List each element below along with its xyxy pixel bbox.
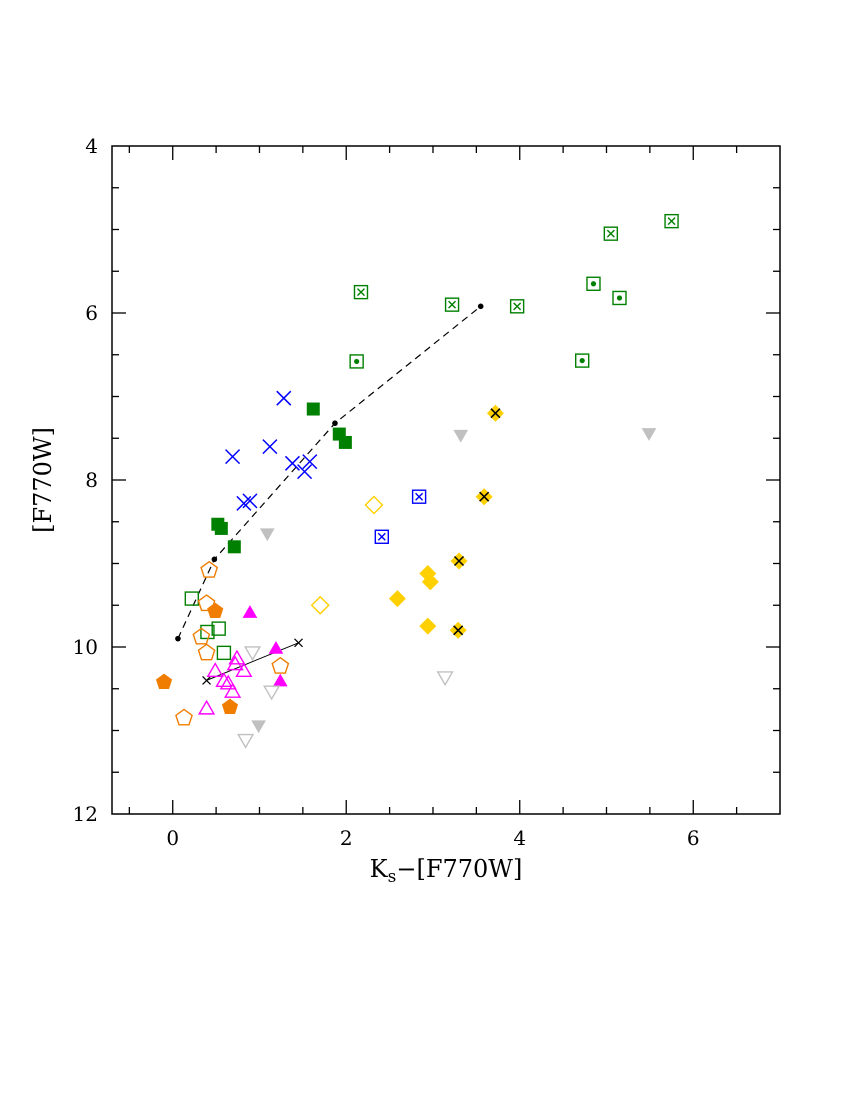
- y-tick-label: 6: [85, 301, 98, 325]
- cross-marker: [276, 390, 292, 406]
- triangle-up-open-marker: [197, 699, 216, 715]
- square-dot-marker: [575, 353, 590, 368]
- pentagon-open-marker: [200, 560, 219, 578]
- y-axis-label: [F770W]: [29, 427, 57, 533]
- y-tick-label: 12: [73, 802, 98, 826]
- triangle-up-open-marker: [226, 655, 244, 671]
- triangle-down-open-marker: [237, 733, 255, 749]
- pentagon-open-marker: [175, 708, 193, 726]
- square-x-marker: [603, 226, 619, 241]
- square-x-marker: [444, 297, 460, 312]
- square-x-marker-cross: [377, 532, 386, 541]
- square-x-marker: [374, 529, 390, 544]
- x-tick-label: 6: [687, 826, 700, 850]
- square-x-marker-cross: [356, 288, 365, 297]
- square-dot-marker: [586, 276, 601, 291]
- diamond-x-marker-cross: [479, 491, 490, 502]
- pentagon-filled-marker: [155, 673, 173, 689]
- triangle-down-open-marker: [263, 685, 281, 701]
- square-dot-marker-dot: [579, 357, 585, 364]
- triangle-up-open-marker: [228, 649, 246, 665]
- dashed-track-node: [211, 556, 218, 563]
- triangle-down-open-marker: [243, 646, 262, 662]
- solid-track-node: [294, 638, 303, 648]
- dashed-track-node: [477, 303, 484, 310]
- pentagon-open-marker: [197, 643, 216, 661]
- dashed-track-node: [332, 420, 338, 427]
- x-tick-label: 4: [513, 826, 526, 850]
- triangle-up-open-marker: [206, 662, 224, 677]
- x-axis-label: Ks−[F770W]: [370, 855, 523, 887]
- dashed-track-node: [175, 635, 181, 642]
- axis-ticks: [112, 146, 780, 814]
- square-open-marker: [211, 621, 226, 636]
- square-dot-marker-dot: [590, 281, 597, 287]
- pentagon-filled-marker: [207, 602, 224, 618]
- square-open-marker: [184, 591, 200, 606]
- square-x-marker-cross: [448, 300, 457, 309]
- triangle-up-filled-marker: [272, 673, 288, 687]
- square-filled-marker: [227, 540, 241, 554]
- diamond-x-marker-cross: [453, 625, 464, 636]
- square-dot-marker-dot: [616, 295, 623, 301]
- square-x-marker-cross: [513, 302, 522, 311]
- triangle-down-filled-marker: [641, 428, 657, 441]
- dashed-track-line: [177, 305, 482, 639]
- triangle-down-filled-marker: [251, 720, 266, 734]
- square-filled-marker: [214, 521, 228, 535]
- x-tick-label: 0: [166, 826, 179, 850]
- triangle-down-filled-marker: [259, 528, 275, 542]
- square-x-marker: [353, 284, 369, 300]
- pentagon-filled-marker: [221, 698, 239, 714]
- square-filled-marker: [338, 435, 352, 449]
- square-x-marker: [509, 299, 525, 314]
- diamond-open-marker: [364, 495, 384, 515]
- triangle-up-open-marker: [215, 672, 233, 688]
- cross-marker: [236, 495, 252, 511]
- cross-marker: [302, 454, 318, 470]
- data-points: [155, 213, 679, 749]
- square-dot-marker-dot: [354, 358, 360, 365]
- square-x-marker: [664, 213, 679, 229]
- square-x-marker: [411, 489, 427, 504]
- diamond-filled-marker: [421, 573, 439, 591]
- tick-labels: 0 2 4 6 4 6 8 10 12: [73, 134, 700, 850]
- y-tick-label: 4: [85, 134, 98, 158]
- triangle-up-open-marker: [219, 674, 237, 690]
- diamond-x-marker-cross: [453, 555, 465, 567]
- pentagon-open-marker: [192, 627, 211, 645]
- cross-marker: [242, 493, 258, 509]
- cross-marker: [284, 455, 300, 471]
- pentagon-open-marker: [197, 594, 216, 612]
- diamond-filled-marker: [388, 590, 406, 608]
- solid-track-node: [202, 675, 211, 685]
- square-x-marker-cross: [606, 229, 615, 238]
- square-x-marker-cross: [667, 217, 676, 226]
- square-dot-marker: [349, 354, 364, 369]
- square-open-marker: [216, 645, 232, 661]
- y-tick-label: 8: [85, 468, 98, 492]
- triangle-up-filled-marker: [242, 605, 258, 618]
- cross-marker: [225, 449, 241, 465]
- triangle-up-open-marker: [235, 662, 253, 677]
- model-tracks: [175, 303, 484, 685]
- x-tick-label: 2: [340, 826, 353, 850]
- square-x-marker-cross: [415, 492, 424, 501]
- triangle-down-open-marker: [436, 671, 454, 687]
- cross-marker: [297, 464, 313, 480]
- square-dot-marker: [612, 290, 627, 306]
- square-filled-marker: [306, 402, 320, 416]
- triangle-up-open-marker: [224, 683, 242, 698]
- diamond-x-marker-cross: [490, 408, 501, 419]
- diamond-open-marker: [310, 595, 330, 615]
- triangle-up-filled-marker: [268, 641, 284, 654]
- y-tick-label: 10: [73, 635, 98, 659]
- cross-marker: [262, 439, 278, 455]
- diamond-filled-marker: [419, 617, 437, 635]
- triangle-down-filled-marker: [453, 429, 469, 443]
- pentagon-open-marker: [271, 656, 290, 674]
